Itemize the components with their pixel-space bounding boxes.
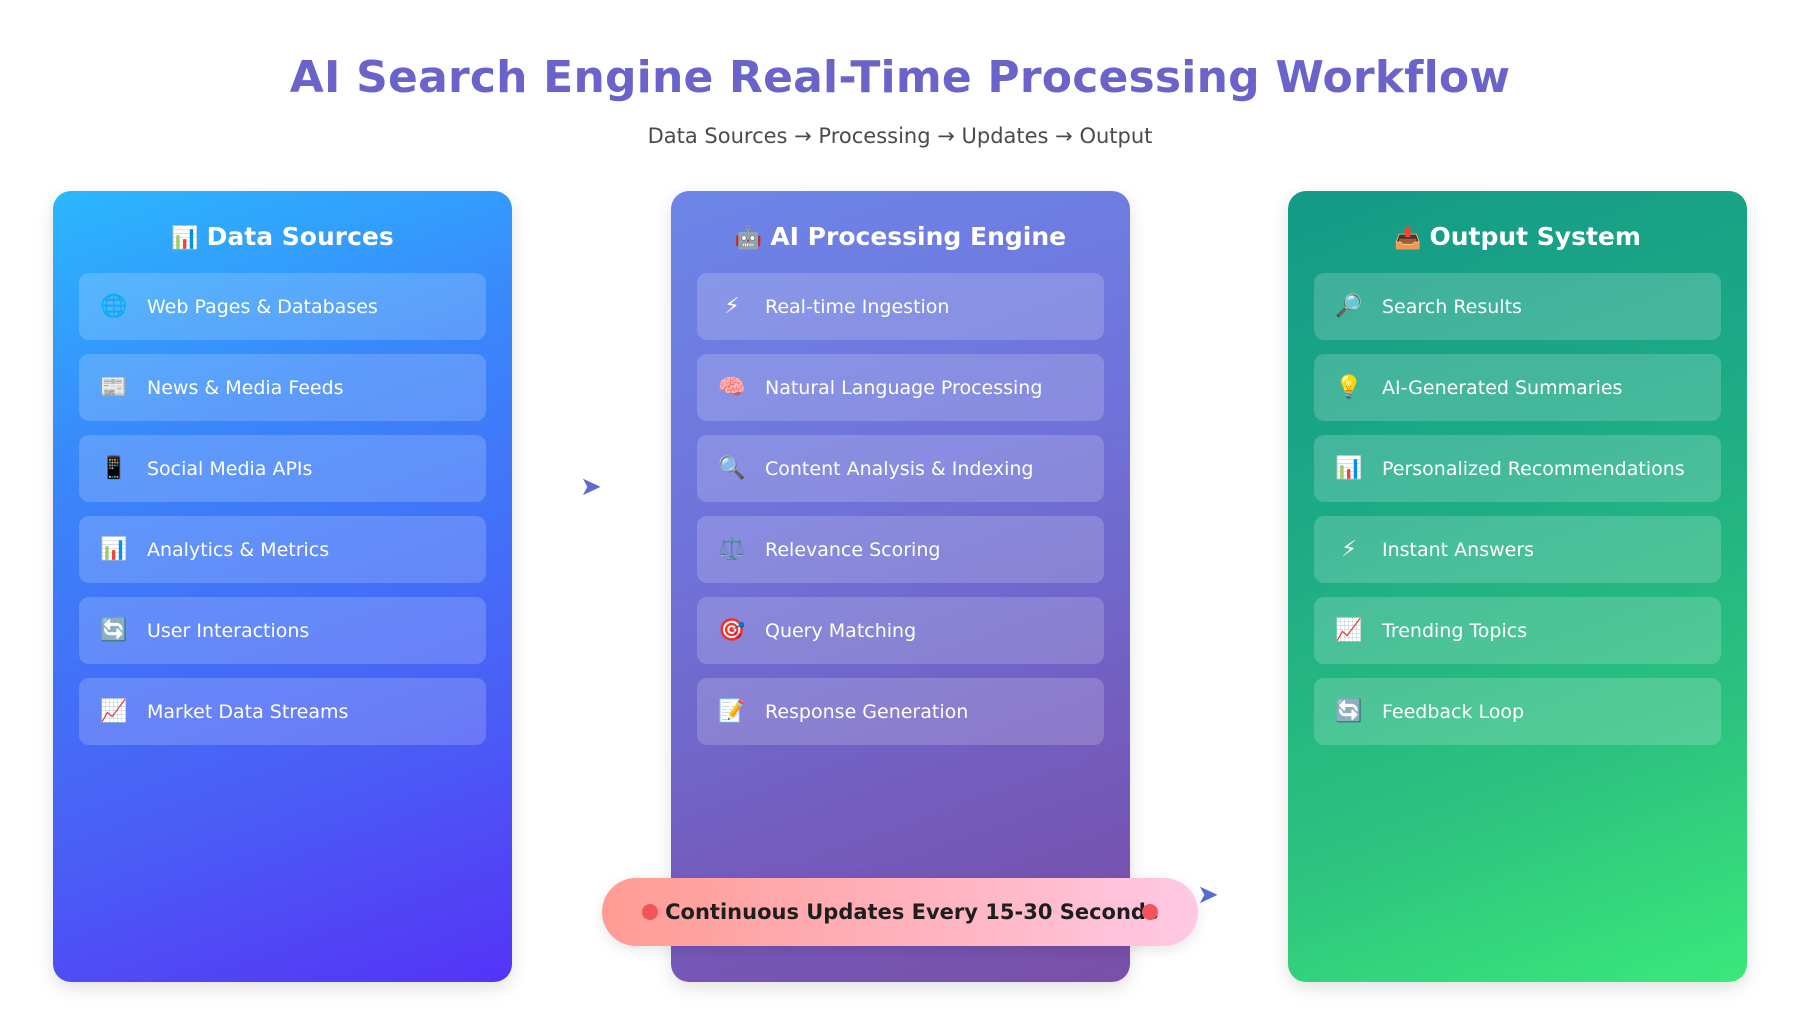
item-label: Analytics & Metrics — [147, 538, 330, 561]
flow-arrow-icon: ➤ — [1197, 880, 1219, 910]
ai-processing-engine-panel: 🤖 AI Processing Engine ⚡ Real-time Ingesti… — [671, 191, 1130, 982]
list-item: 💡 AI-Generated Summaries — [1314, 354, 1721, 421]
light-bulb-icon: 💡 — [1335, 375, 1363, 400]
list-item: 📈 Trending Topics — [1314, 597, 1721, 664]
item-label: Query Matching — [765, 619, 917, 642]
list-item: 📱 Social Media APIs — [79, 435, 486, 502]
list-item: 🎯 Query Matching — [697, 597, 1104, 664]
update-frequency-banner: ⏱ Continuous Updates Every 15-30 Seconds — [602, 878, 1198, 946]
list-item: ⚖️ Relevance Scoring — [697, 516, 1104, 583]
bar-chart-icon: 📊 — [1335, 456, 1363, 481]
panel-title: Output System — [1429, 222, 1641, 251]
item-label: Market Data Streams — [147, 700, 349, 723]
robot-icon: 🤖 — [734, 226, 763, 251]
panel-title: Data Sources — [206, 222, 394, 251]
trending-up-icon: 📈 — [100, 699, 128, 724]
magnifier-icon: 🔍 — [718, 456, 746, 481]
panel-header: 📊 Data Sources — [53, 217, 512, 257]
item-label: Real-time Ingestion — [765, 295, 950, 318]
status-dot-icon — [1142, 904, 1158, 920]
globe-icon: 🌐 — [100, 294, 128, 319]
list-item: 📈 Market Data Streams — [79, 678, 486, 745]
item-label: Web Pages & Databases — [147, 295, 378, 318]
scales-icon: ⚖️ — [718, 537, 746, 562]
outbox-icon: 📤 — [1394, 226, 1422, 251]
list-item: 📰 News & Media Feeds — [79, 354, 486, 421]
page-subtitle: Data Sources → Processing → Updates → Ou… — [647, 124, 1153, 148]
target-icon: 🎯 — [718, 618, 746, 643]
item-label: Response Generation — [765, 700, 969, 723]
brain-icon: 🧠 — [718, 375, 746, 400]
item-label: Feedback Loop — [1382, 700, 1525, 723]
item-label: Personalized Recommendations — [1382, 457, 1685, 480]
data-sources-panel: 📊 Data Sources 🌐 Web Pages & Databases 📰 Ne… — [53, 191, 512, 982]
item-label: Social Media APIs — [147, 457, 313, 480]
bar-chart-icon: 📊 — [171, 226, 199, 251]
page-title: AI Search Engine Real-Time Processing Wo… — [289, 52, 1511, 103]
trending-up-icon: 📈 — [1335, 618, 1363, 643]
refresh-icon: 🔄 — [100, 618, 128, 643]
panel-header: 📤 Output System — [1288, 217, 1747, 257]
list-item: 📊 Personalized Recommendations — [1314, 435, 1721, 502]
list-item: 🌐 Web Pages & Databases — [79, 273, 486, 340]
output-system-panel: 📤 Output System 🔎 Search Results 💡 AI-Gener… — [1288, 191, 1747, 982]
lightning-icon: ⚡ — [1341, 537, 1357, 562]
item-label: Instant Answers — [1382, 538, 1535, 561]
mobile-phone-icon: 📱 — [100, 456, 128, 481]
list-item: 🔍 Content Analysis & Indexing — [697, 435, 1104, 502]
lightning-icon: ⚡ — [724, 294, 740, 319]
item-label: Relevance Scoring — [765, 538, 941, 561]
newspaper-icon: 📰 — [100, 375, 128, 400]
memo-icon: 📝 — [718, 699, 746, 724]
list-item: 🧠 Natural Language Processing — [697, 354, 1104, 421]
item-label: Natural Language Processing — [765, 376, 1043, 399]
bar-chart-icon: 📊 — [100, 537, 128, 562]
list-item: 📝 Response Generation — [697, 678, 1104, 745]
item-label: Search Results — [1382, 295, 1522, 318]
banner-text: Continuous Updates Every 15-30 Seconds — [665, 900, 1159, 924]
list-item: 🔄 User Interactions — [79, 597, 486, 664]
list-item: 🔎 Search Results — [1314, 273, 1721, 340]
list-item: 🔄 Feedback Loop — [1314, 678, 1721, 745]
panel-title: AI Processing Engine — [770, 222, 1067, 251]
list-item: ⚡ Instant Answers — [1314, 516, 1721, 583]
magnifier-right-icon: 🔎 — [1335, 294, 1363, 319]
refresh-icon: 🔄 — [1335, 699, 1363, 724]
panel-header: 🤖 AI Processing Engine — [671, 217, 1130, 257]
list-item: 📊 Analytics & Metrics — [79, 516, 486, 583]
item-label: User Interactions — [147, 619, 310, 642]
item-label: Content Analysis & Indexing — [765, 457, 1034, 480]
item-label: AI-Generated Summaries — [1382, 376, 1623, 399]
status-dot-icon — [642, 904, 658, 920]
item-label: News & Media Feeds — [147, 376, 344, 399]
list-item: ⚡ Real-time Ingestion — [697, 273, 1104, 340]
flow-arrow-icon: ➤ — [580, 472, 602, 502]
item-label: Trending Topics — [1382, 619, 1528, 642]
